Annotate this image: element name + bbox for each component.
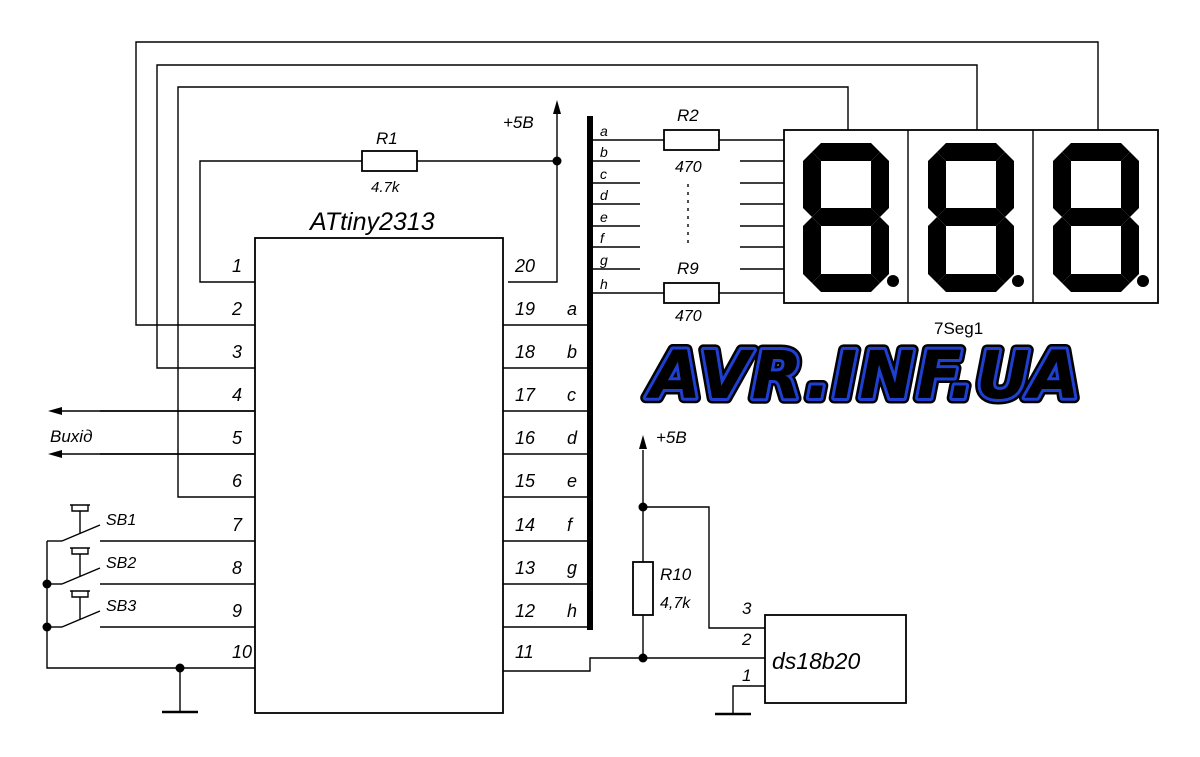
r1-value: 4.7k xyxy=(371,179,401,196)
svg-text:AVR.INF.UA: AVR.INF.UA xyxy=(645,337,1082,414)
digit-select-wires xyxy=(135,41,1099,498)
port-letter: a xyxy=(567,299,577,319)
supply-top: +5B xyxy=(503,100,562,283)
resistor-array: R2 470 R9 470 xyxy=(663,106,784,325)
left-pin-number: 9 xyxy=(232,601,242,621)
right-pin-number: 15 xyxy=(515,471,536,491)
port-letter: h xyxy=(567,601,577,621)
ds18b20-sensor: ds18b20 3 2 1 xyxy=(741,599,907,704)
watermark-logo: AVR.INF.UA AVR.INF.UA AVR.INF.UA xyxy=(640,332,1086,420)
seven-segment-display: 7Seg1 xyxy=(783,129,1159,338)
decimal-point xyxy=(1137,275,1149,287)
right-pin-number: 18 xyxy=(515,342,535,362)
sensor-pin-1: 1 xyxy=(742,666,751,685)
sensor-pin-2: 2 xyxy=(741,630,752,649)
bus-letter: d xyxy=(600,187,609,203)
right-pin-number: 14 xyxy=(515,515,535,535)
right-pins: 20 19 18 17 16 15 14 13 12 11 a b c d e f g h xyxy=(503,256,590,662)
switch-1: SB1 xyxy=(47,504,136,542)
left-pin-number: 3 xyxy=(232,342,242,362)
bus-letter: b xyxy=(600,144,608,160)
output-lines: Вихід xyxy=(48,407,255,458)
right-pin-number: 12 xyxy=(515,601,535,621)
r1-resistor: R1 4.7k xyxy=(199,129,557,283)
r9-name: R9 xyxy=(677,259,699,278)
left-pin-number: 4 xyxy=(232,385,242,405)
r1-name: R1 xyxy=(376,129,398,148)
r2-name: R2 xyxy=(677,106,699,125)
bus-letter: a xyxy=(600,123,608,139)
decimal-point xyxy=(1012,275,1024,287)
switch-2: SB2 xyxy=(47,547,136,585)
left-pin-number: 6 xyxy=(232,471,243,491)
port-letter: d xyxy=(567,428,578,448)
bus-letter: g xyxy=(600,252,608,268)
sensor-pin-3: 3 xyxy=(742,599,752,618)
left-pin-number: 5 xyxy=(232,428,243,448)
output-label: Вихід xyxy=(50,427,92,446)
switch-label: SB1 xyxy=(106,512,136,529)
switch-label: SB3 xyxy=(106,598,136,615)
left-pin-number: 8 xyxy=(232,558,242,578)
digit-1 xyxy=(803,143,899,292)
bus-letter: f xyxy=(600,230,606,246)
sensor-wiring: +5B R10 4,7k xyxy=(503,428,765,716)
port-letter: e xyxy=(567,471,577,491)
supply-top-label: +5B xyxy=(503,113,534,132)
port-letter: b xyxy=(567,342,577,362)
r9-value: 470 xyxy=(675,308,702,325)
port-letter: f xyxy=(567,515,574,535)
decimal-point xyxy=(887,275,899,287)
port-letter: g xyxy=(567,558,577,578)
attiny2313-chip: ATtiny2313 xyxy=(254,208,504,714)
r10-name: R10 xyxy=(660,565,692,584)
chip-name: ATtiny2313 xyxy=(308,208,435,236)
digit-2 xyxy=(928,143,1024,292)
display-label: 7Seg1 xyxy=(934,319,983,338)
left-pin-number: 1 xyxy=(232,256,242,276)
switch-label: SB2 xyxy=(106,555,136,572)
svg-text:AVR.INF.UA: AVR.INF.UA xyxy=(645,337,1082,414)
right-pin-number: 19 xyxy=(515,299,535,319)
right-pin-number: 13 xyxy=(515,558,535,578)
bus-letter: c xyxy=(600,166,607,182)
r2-value: 470 xyxy=(675,159,702,176)
digit-3 xyxy=(1053,143,1149,292)
bus-letter: e xyxy=(600,209,608,225)
right-pin-number: 11 xyxy=(515,642,534,662)
left-pin-number: 7 xyxy=(232,515,243,535)
sensor-name: ds18b20 xyxy=(772,648,860,674)
right-pin-number: 17 xyxy=(515,385,536,405)
bus-letter: h xyxy=(600,276,608,292)
left-pin-number: 10 xyxy=(232,642,252,662)
right-pin-number: 16 xyxy=(515,428,536,448)
left-pin-number: 2 xyxy=(231,299,242,319)
r10-value: 4,7k xyxy=(660,595,691,612)
switch-3: SB3 xyxy=(47,590,136,628)
port-letter: c xyxy=(567,385,576,405)
supply-bottom-label: +5B xyxy=(656,428,687,447)
display-input-stubs xyxy=(740,160,784,270)
right-pin-number: 20 xyxy=(514,256,535,276)
svg-text:AVR.INF.UA: AVR.INF.UA xyxy=(645,337,1082,414)
